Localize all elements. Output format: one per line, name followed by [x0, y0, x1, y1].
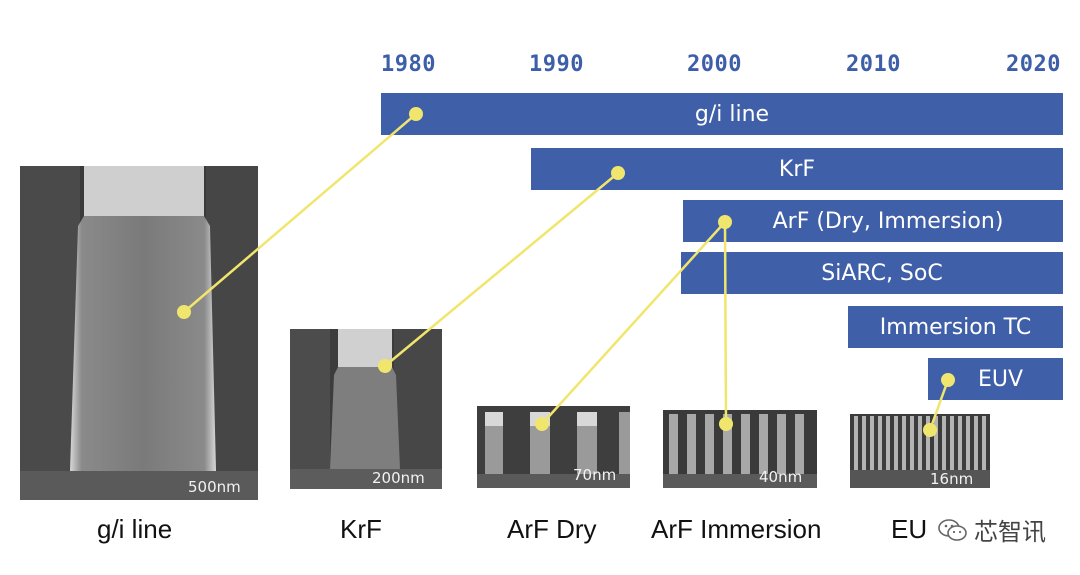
- bar-siarc-soc: SiARC, SoC: [681, 252, 1063, 294]
- bar-gi-line: g/i line: [381, 93, 1063, 135]
- sem-image-arf-dry: 70nm: [477, 406, 630, 488]
- sem-gi-line-graphic: [20, 166, 258, 500]
- scale-label-70nm: 70nm: [573, 466, 617, 484]
- bar-euv-label: EUV: [977, 366, 1024, 392]
- bar-immersion-tc: Immersion TC: [848, 306, 1063, 348]
- bar-euv: EUV: [928, 358, 1063, 400]
- sem-image-krf: 200nm: [290, 329, 442, 489]
- caption-arf-dry: ArF Dry: [507, 514, 597, 544]
- year-label-1990: 1990: [529, 52, 584, 77]
- watermark: 芯智讯: [938, 512, 1046, 547]
- bar-arf-label: ArF (Dry, Immersion): [772, 208, 1004, 234]
- wechat-logo-icon: [938, 518, 968, 542]
- year-label-1980: 1980: [381, 52, 436, 77]
- scale-label-40nm: 40nm: [759, 468, 803, 486]
- caption-arf-immersion: ArF Immersion: [651, 514, 822, 544]
- bar-krf-label: KrF: [778, 156, 816, 182]
- sem-image-gi-line: 500nm: [20, 166, 258, 500]
- caption-krf: KrF: [340, 514, 382, 544]
- scale-label-16nm: 16nm: [930, 470, 974, 488]
- bar-siarc-soc-label: SiARC, SoC: [821, 260, 943, 286]
- year-label-2000: 2000: [687, 52, 742, 77]
- bar-immersion-tc-label: Immersion TC: [879, 314, 1032, 340]
- year-label-2010: 2010: [846, 52, 901, 77]
- watermark-text: 芯智讯: [974, 518, 1046, 546]
- sem-image-euv: 16nm: [850, 414, 990, 488]
- scale-label-200nm: 200nm: [372, 469, 425, 487]
- scale-label-500nm: 500nm: [188, 478, 241, 496]
- sem-euv-graphic: [850, 414, 990, 488]
- caption-euv: EU: [891, 514, 928, 544]
- year-label-2020: 2020: [1006, 52, 1061, 77]
- bar-arf: ArF (Dry, Immersion): [683, 200, 1063, 242]
- sem-krf-graphic: [290, 329, 442, 489]
- sem-image-arf-immersion: 40nm: [663, 410, 817, 488]
- bar-gi-line-label: g/i line: [694, 101, 770, 127]
- caption-gi-line: g/i line: [97, 514, 173, 544]
- bar-krf: KrF: [531, 148, 1063, 190]
